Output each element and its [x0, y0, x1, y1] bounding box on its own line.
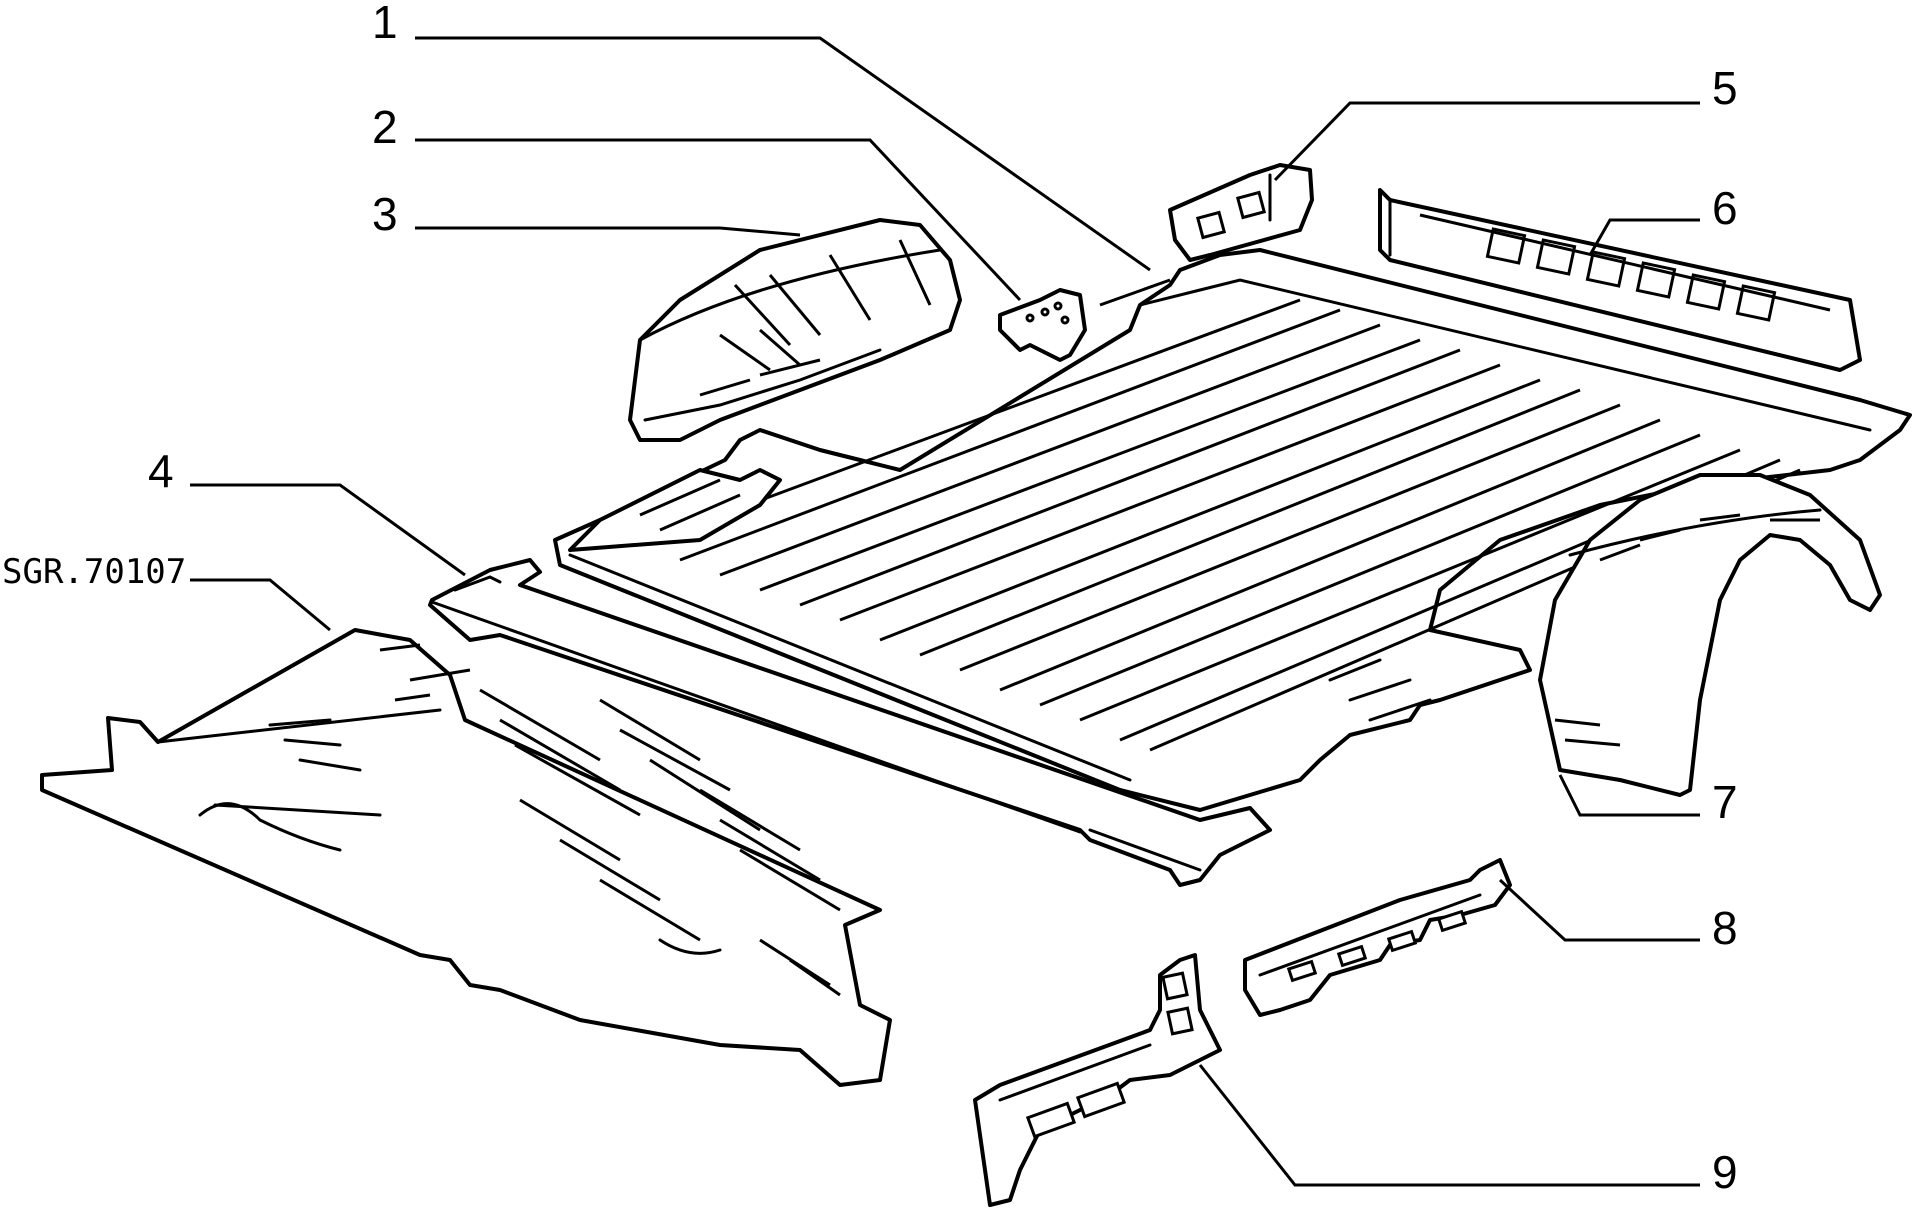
leader-9	[1198, 1064, 1700, 1187]
side-member	[973, 953, 1222, 1207]
callout-1: 1	[372, 0, 398, 48]
callout-5: 5	[1712, 62, 1738, 114]
cross-member	[428, 558, 1272, 887]
rear-floor-panel	[553, 248, 1912, 812]
drawing-code: SGR.70107	[2, 552, 186, 592]
side-member-reinforcement	[1243, 858, 1512, 1017]
wheel-arch	[1538, 473, 1882, 797]
rear-cross-panel	[1378, 188, 1862, 372]
leader-3	[415, 226, 801, 237]
bracket	[998, 288, 1087, 362]
callout-9: 9	[1712, 1146, 1738, 1198]
leader-7	[1558, 774, 1700, 817]
callout-4: 4	[148, 445, 174, 497]
leader-code	[190, 578, 331, 632]
wheel-arch-cover	[628, 218, 962, 442]
leader-4	[190, 483, 466, 577]
callout-8: 8	[1712, 902, 1738, 954]
leader-5	[1273, 101, 1700, 182]
corner-reinforcement	[1168, 163, 1314, 262]
leader-1	[415, 36, 1151, 272]
callout-2: 2	[372, 101, 398, 153]
callout-7: 7	[1712, 776, 1738, 828]
leader-6	[1588, 218, 1700, 256]
callout-labels: 1 2 3 4 5 6 7 8 9 SGR.70107	[2, 0, 1738, 1198]
leader-lines	[190, 36, 1700, 1187]
callout-3: 3	[372, 188, 398, 240]
leader-2	[415, 138, 1022, 302]
leader-8	[1498, 878, 1700, 942]
front-floor-panel	[40, 628, 892, 1087]
callout-6: 6	[1712, 182, 1738, 234]
